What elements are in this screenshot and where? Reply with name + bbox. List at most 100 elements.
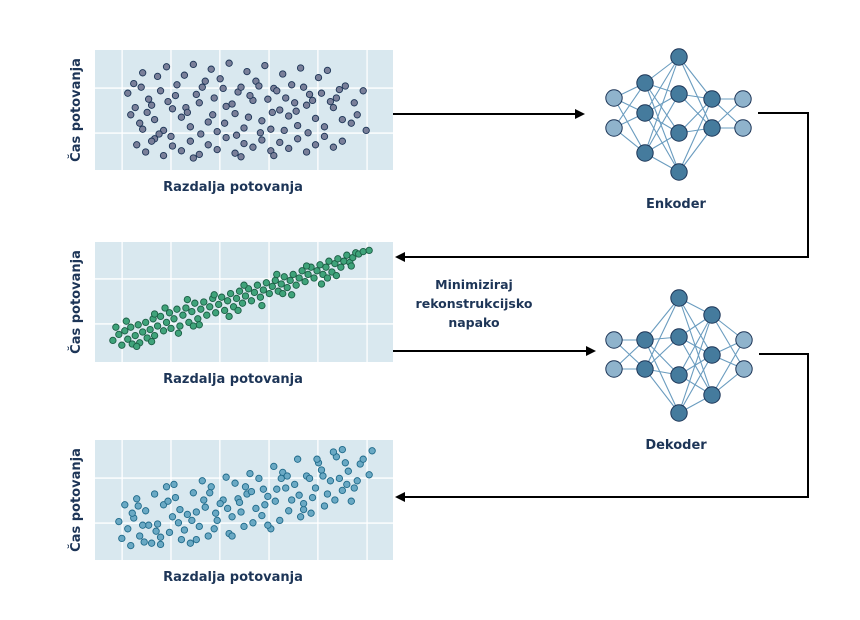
data-point [276,106,284,114]
scatter-points [109,246,373,351]
data-point [183,108,192,117]
hidden-neuron-node [636,360,654,378]
data-point [155,130,163,138]
data-point [264,492,272,501]
data-point [133,141,141,149]
data-point [168,105,177,113]
data-point [191,299,199,307]
data-point [347,119,355,127]
data-point [311,484,320,492]
data-point [273,485,281,493]
data-point [232,131,241,139]
data-point [322,263,330,271]
data-point [142,318,150,327]
network-edge [644,339,680,414]
data-point [325,257,333,265]
hidden-neuron-node [670,124,688,142]
data-point [164,497,172,505]
data-point [359,87,367,95]
hidden-neuron-node [670,404,688,422]
data-point [189,322,197,330]
arrow-encoder-to-latent [395,112,809,262]
data-point [150,310,159,318]
data-point [213,516,221,525]
data-point [112,323,120,331]
data-point [177,535,186,544]
data-point [308,493,317,502]
io-neuron-node [605,331,623,349]
network-edge [678,314,713,376]
data-point [344,467,352,475]
data-point [213,127,221,136]
data-point [240,522,248,531]
data-point [189,489,197,497]
data-point [147,539,156,547]
data-point [316,261,324,269]
data-point [139,328,147,336]
data-point [311,141,320,149]
data-point [171,91,180,100]
x-axis-label: Razdalja potovanja [163,570,303,585]
data-point [188,307,196,316]
network-edge [644,297,680,370]
data-point [235,498,244,507]
data-point [332,94,341,102]
data-point [159,151,168,160]
minimize-label-line-3: napako [448,315,500,330]
data-point [177,147,186,155]
minimize-reconstruction-error-label: Minimiziraj rekonstrukcijsko napako [416,277,533,330]
decoder-label: Dekoder [645,438,707,453]
data-point [159,327,168,335]
data-point [291,99,299,107]
data-point [270,462,278,471]
data-point [226,289,235,298]
encoder-label: Enkoder [646,197,706,212]
data-point [341,459,349,467]
hidden-neuron-node [636,331,654,349]
data-point [350,484,358,492]
data-point [186,539,195,547]
data-point [258,511,266,520]
data-point [156,312,165,321]
data-point [301,277,309,286]
data-point [198,477,206,485]
data-point [137,83,145,91]
data-point [162,318,171,327]
data-point [252,504,260,513]
scatter-points [115,445,376,550]
data-point [241,483,250,491]
data-point [279,289,287,298]
data-point [329,103,338,112]
network-edge [711,314,745,370]
data-point [183,295,192,304]
y-axis-label: Čas potovanja [68,250,84,354]
data-point [362,126,370,135]
data-point [167,324,175,333]
data-point [340,257,348,265]
data-point [267,125,275,133]
data-point [264,95,272,103]
network-edge [644,93,680,154]
data-point [179,311,187,319]
data-point [153,322,162,330]
data-point [215,300,223,309]
data-point [118,341,126,349]
data-point [359,455,367,463]
hidden-neuron-node [703,346,721,364]
data-point [131,331,139,340]
data-point [302,148,311,156]
data-point [122,317,130,325]
data-point [147,101,156,109]
data-point [305,90,314,99]
data-point [109,336,117,345]
data-point [273,270,281,279]
data-point [210,291,218,299]
data-point [326,477,335,485]
data-point [280,273,288,281]
data-point [228,100,236,108]
data-point [216,499,224,508]
data-point [241,292,250,300]
data-point [206,489,214,497]
data-point [216,75,224,83]
data-point [220,306,229,315]
